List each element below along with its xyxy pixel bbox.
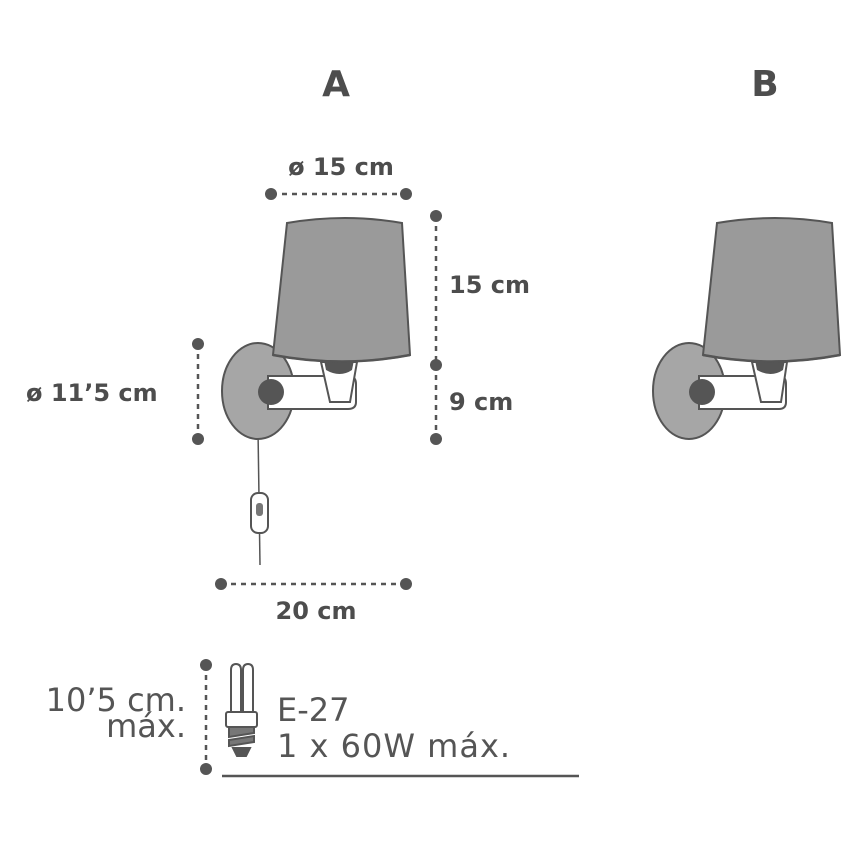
arm-joint [258,379,284,405]
power-label: 1 x 60W máx. [277,727,511,765]
base-diameter-label: ø 11’5 cm [26,379,158,407]
lamp-b [652,217,842,440]
switch-icon [250,492,269,534]
arm-joint [689,379,715,405]
shade-diameter-label: ø 15 cm [288,153,394,181]
shade-height-label: 15 cm [449,271,530,299]
lamp-shade [701,217,842,363]
bulb-length-label: 10’5 cm. [46,681,186,719]
variant-b-label: B [751,64,778,105]
dimension-lines [196,192,438,769]
variant-a-label: A [322,64,350,105]
arm-height-label: 9 cm [449,388,513,416]
bulb-length-max-label: máx. [106,707,186,745]
dimension-dots [192,188,442,775]
projection-label: 20 cm [276,597,357,625]
lamp-a [221,217,412,566]
socket-label: E-27 [277,691,349,729]
lamp-shade [271,217,412,363]
bulb-icon [225,662,258,757]
